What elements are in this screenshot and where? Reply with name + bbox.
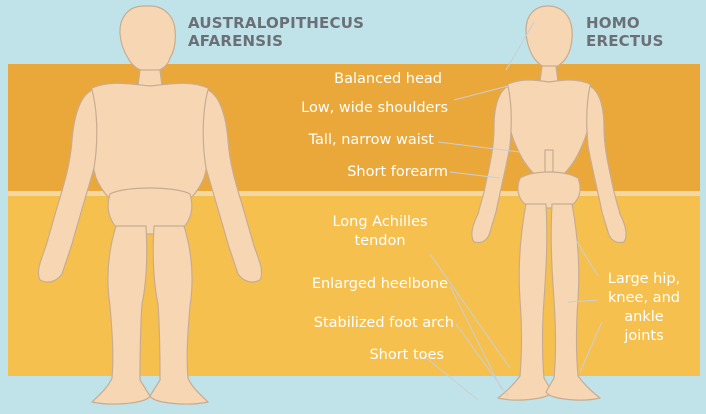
afarensis-title: AUSTRALOPITHECUS AFARENSIS — [188, 14, 364, 50]
label-shoulders: Low, wide shoulders — [301, 99, 448, 118]
label-forearm: Short forearm — [347, 163, 448, 182]
afarensis-title-line2: AFARENSIS — [188, 32, 364, 50]
label-joints: Large hip, knee, and ankle joints — [596, 270, 692, 346]
label-joints-line2: knee, and — [596, 289, 692, 308]
erectus-title-line2: ERECTUS — [586, 32, 664, 50]
label-balanced-head: Balanced head — [334, 70, 442, 89]
label-toes: Short toes — [369, 346, 444, 365]
label-achilles-line2: tendon — [318, 232, 442, 251]
erectus-title: HOMO ERECTUS — [586, 14, 664, 50]
label-achilles-line1: Long Achilles — [318, 213, 442, 232]
label-heelbone: Enlarged heelbone — [312, 275, 448, 294]
label-joints-line3: ankle — [596, 308, 692, 327]
label-joints-line4: joints — [596, 327, 692, 346]
erectus-pelvis — [518, 172, 580, 208]
label-joints-line1: Large hip, — [596, 270, 692, 289]
erectus-title-line1: HOMO — [586, 14, 664, 32]
erectus-skull — [526, 6, 572, 68]
afarensis-skull — [120, 6, 175, 72]
label-foot-arch: Stabilized foot arch — [314, 314, 454, 333]
afarensis-neck — [138, 70, 162, 86]
label-waist: Tall, narrow waist — [309, 131, 434, 150]
erectus-neck — [540, 66, 558, 82]
label-achilles: Long Achilles tendon — [318, 213, 442, 251]
afarensis-title-line1: AUSTRALOPITHECUS — [188, 14, 364, 32]
